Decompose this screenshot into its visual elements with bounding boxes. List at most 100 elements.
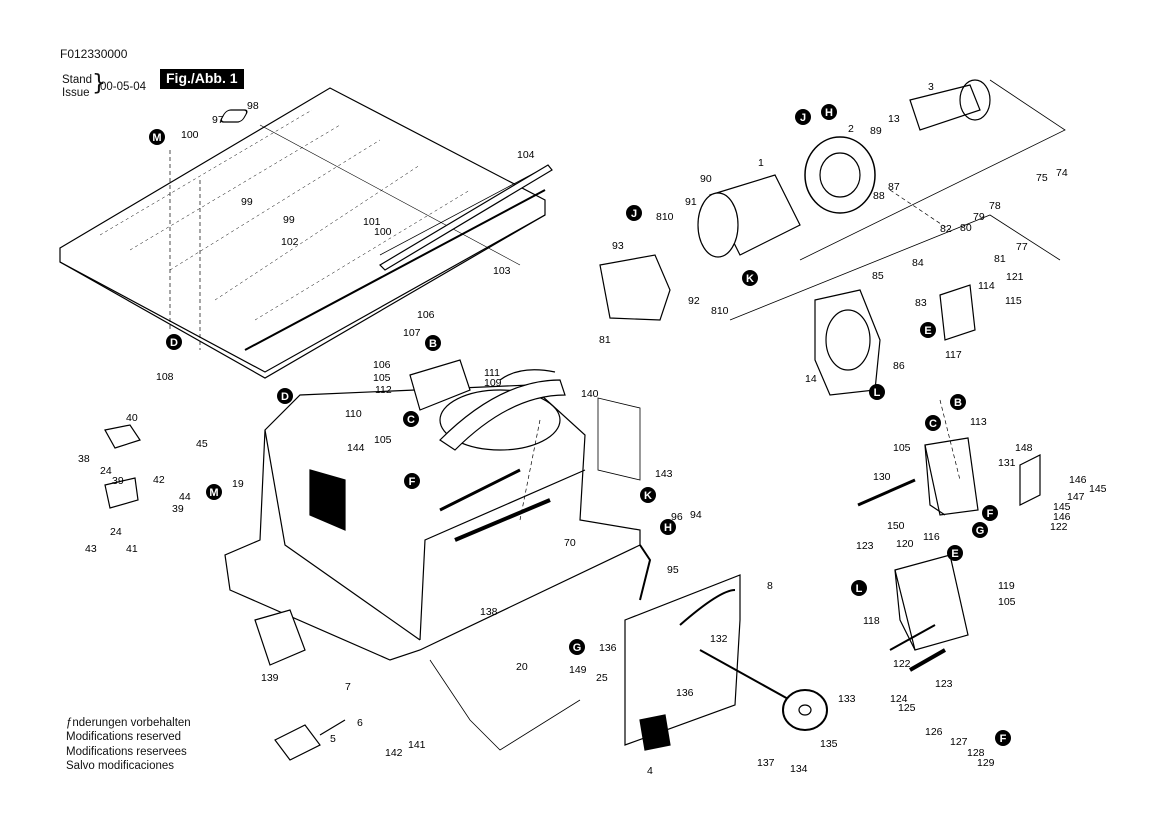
callout-marker-b: B <box>950 394 966 410</box>
part-number-label: 130 <box>873 471 891 483</box>
armature-3 <box>909 79 991 131</box>
part-number-label: 136 <box>599 642 617 654</box>
issue-label: Issue <box>62 87 90 99</box>
part-number-label: 147 <box>1067 491 1085 503</box>
part-number-label: 96 <box>671 511 683 523</box>
part-number-label: 81 <box>599 334 611 346</box>
part-number-label: 141 <box>408 739 426 751</box>
part-number-label: 125 <box>898 702 916 714</box>
callout-letter: J <box>800 112 806 124</box>
part-number-label: 110 <box>345 408 362 420</box>
part-number-label: 102 <box>281 236 299 248</box>
callout-marker-e: E <box>920 322 936 338</box>
plug-5 <box>274 724 321 761</box>
note-line: ƒnderungen vorbehalten <box>66 717 191 729</box>
callout-marker-m: M <box>206 484 222 500</box>
notes-block: ƒnderungen vorbehalten Modifications res… <box>66 716 191 774</box>
part-number-label: 38 <box>78 453 90 465</box>
callout-letter: G <box>573 642 582 654</box>
part-number-label: 120 <box>896 538 914 550</box>
callout-letter: C <box>929 418 937 430</box>
part-number-label: 100 <box>374 226 392 238</box>
part-number-label: 107 <box>403 327 421 339</box>
part-number-label: 84 <box>912 257 924 269</box>
callout-letter: D <box>170 337 178 349</box>
part-number-label: 25 <box>596 672 608 684</box>
part-number-label: 98 <box>247 100 259 112</box>
part-number-label: 146 <box>1069 474 1087 486</box>
part-number-label: 146 <box>1053 511 1071 523</box>
part-number-label: 114 <box>978 280 995 292</box>
callout-marker-m: M <box>149 129 165 145</box>
part-number-label: 138 <box>480 606 498 618</box>
callout-letter: E <box>924 325 931 337</box>
callout-letter: B <box>954 397 962 409</box>
part-number-label: 20 <box>516 661 528 673</box>
part-number-label: 90 <box>700 173 712 185</box>
front-panel-8 <box>624 574 741 746</box>
part-number-label: 137 <box>757 757 775 769</box>
part-number-label: 109 <box>484 377 502 389</box>
bracket-148 <box>1019 454 1041 506</box>
part-number-label: 145 <box>1089 483 1107 495</box>
part-number-label: 87 <box>888 181 900 193</box>
part-number-label: 134 <box>790 763 808 775</box>
callout-letter: K <box>746 273 754 285</box>
part-number-label: 136 <box>676 687 694 699</box>
part-number-label: 106 <box>417 309 435 321</box>
part-number-label: 121 <box>1006 271 1024 283</box>
part-number-label: 122 <box>1050 521 1068 533</box>
callout-marker-f: F <box>995 730 1011 746</box>
callout-marker-j: J <box>626 205 642 221</box>
part-number-label: 132 <box>710 633 728 645</box>
part-number-label: 39 <box>172 503 184 515</box>
part-number-label: 75 <box>1036 172 1048 184</box>
callout-marker-g: G <box>972 522 988 538</box>
part-number-label: 129 <box>977 757 995 769</box>
part-number-label: 92 <box>688 295 700 307</box>
callout-letter: M <box>152 132 161 144</box>
note-line: Modifications reserved <box>66 731 182 744</box>
part-number-label: 24 <box>100 465 112 477</box>
part-number-label: 128 <box>967 747 985 759</box>
callout-marker-l: L <box>869 384 885 400</box>
part-number-label: 6 <box>357 717 363 729</box>
callout-marker-g: G <box>569 639 585 655</box>
rail-104 <box>379 164 553 271</box>
cord-5 <box>319 719 346 736</box>
callout-marker-h: H <box>821 104 837 120</box>
part-number-label: 105 <box>374 434 392 446</box>
part-number-label: 113 <box>970 416 987 428</box>
part-number-label: 133 <box>838 693 856 705</box>
part-number-label: 148 <box>1015 442 1033 454</box>
part-number-label: 88 <box>873 190 885 202</box>
callout-marker-k: K <box>742 270 758 286</box>
part-number-label: 13 <box>888 113 900 125</box>
part-number-label: 117 <box>945 349 962 361</box>
callout-marker-h: H <box>660 519 676 535</box>
part-number-label: 7 <box>345 681 351 693</box>
part-number-label: 91 <box>685 196 697 208</box>
callout-marker-f: F <box>404 473 420 489</box>
callout-letter: H <box>825 107 833 119</box>
part-number-label: 122 <box>893 658 911 670</box>
part-number-label: 83 <box>915 297 927 309</box>
switch-139 <box>254 609 306 666</box>
part-number-label: 111 <box>484 367 500 379</box>
callout-marker-c: C <box>403 411 419 427</box>
clamp-40 <box>104 424 141 449</box>
figure-label: Fig./Abb. 1 <box>160 69 244 89</box>
callout-letter: M <box>209 487 218 499</box>
part-number-label: 142 <box>385 747 403 759</box>
callout-letter: L <box>856 583 863 595</box>
part-number-label: 93 <box>612 240 624 252</box>
part-number-label: 149 <box>569 664 587 676</box>
callout-letter: G <box>976 525 985 537</box>
part-number-label: 99 <box>283 214 295 226</box>
note-line: Modifications reservees <box>66 745 187 758</box>
callout-marker-f: F <box>982 505 998 521</box>
part-number-label: 4 <box>647 765 653 777</box>
part-number-label: 89 <box>870 125 882 137</box>
trunnion-bracket-131 <box>924 437 979 516</box>
